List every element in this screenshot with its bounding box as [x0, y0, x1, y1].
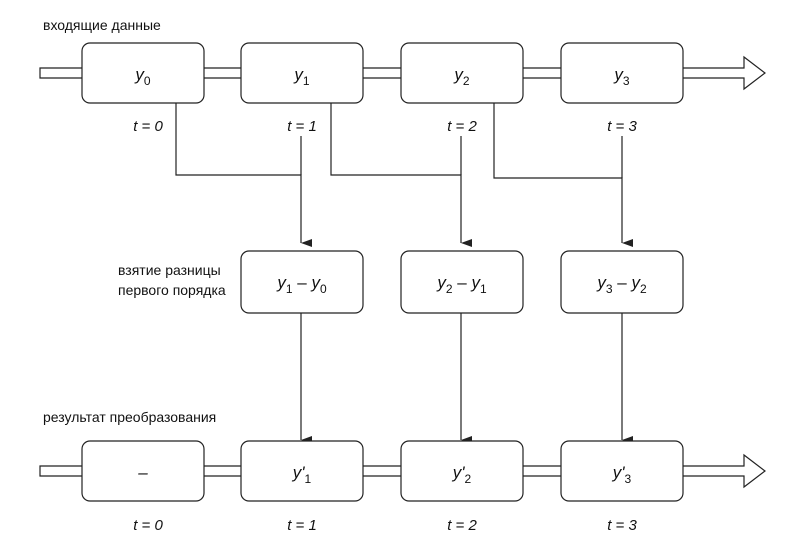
input-time-0: t = 0 [133, 118, 163, 135]
input-value-2: y2 [453, 65, 470, 88]
output-row: – y'1 y'2 y'3 [81, 440, 684, 502]
input-title: входящие данные [43, 17, 161, 33]
connectors [175, 103, 633, 444]
input-time-1: t = 1 [287, 118, 317, 135]
input-box-2: y2 [400, 42, 524, 104]
input-row: y0 y1 y2 y3 [81, 42, 684, 104]
diff-title-line2: первого порядка [118, 282, 226, 298]
input-time-2: t = 2 [447, 118, 477, 135]
output-box-3: y'3 [560, 440, 684, 502]
output-time-2: t = 2 [447, 517, 477, 534]
input-box-1: y1 [240, 42, 364, 104]
diff-value-2: y2 – y1 [436, 273, 487, 296]
output-title: результат преобразования [43, 409, 216, 425]
input-value-0: y0 [134, 65, 151, 88]
output-time-1: t = 1 [287, 517, 317, 534]
output-time-0: t = 0 [133, 517, 163, 534]
diff-value-3: y3 – y2 [596, 273, 647, 296]
output-value-2: y'2 [452, 463, 472, 486]
input-time-labels: t = 0 t = 1 t = 2 t = 3 [128, 114, 642, 136]
output-value-3: y'3 [612, 463, 632, 486]
input-box-0: y0 [81, 42, 205, 104]
input-box-3: y3 [560, 42, 684, 104]
output-time-labels: t = 0 t = 1 t = 2 t = 3 [133, 517, 637, 534]
output-box-2: y'2 [400, 440, 524, 502]
output-box-0: – [81, 440, 205, 502]
output-value-1: y'1 [292, 463, 312, 486]
output-value-0: – [137, 463, 148, 482]
output-box-1: y'1 [240, 440, 364, 502]
input-value-3: y3 [613, 65, 630, 88]
input-time-3: t = 3 [607, 118, 637, 135]
diff-row: y1 – y0 y2 – y1 y3 – y2 [240, 250, 684, 314]
diff-box-2: y2 – y1 [400, 250, 524, 314]
diff-value-1: y1 – y0 [276, 273, 327, 296]
diff-box-3: y3 – y2 [560, 250, 684, 314]
diff-box-1: y1 – y0 [240, 250, 364, 314]
input-value-1: y1 [293, 65, 310, 88]
output-time-3: t = 3 [607, 517, 637, 534]
diff-title-line1: взятие разницы [118, 262, 221, 278]
